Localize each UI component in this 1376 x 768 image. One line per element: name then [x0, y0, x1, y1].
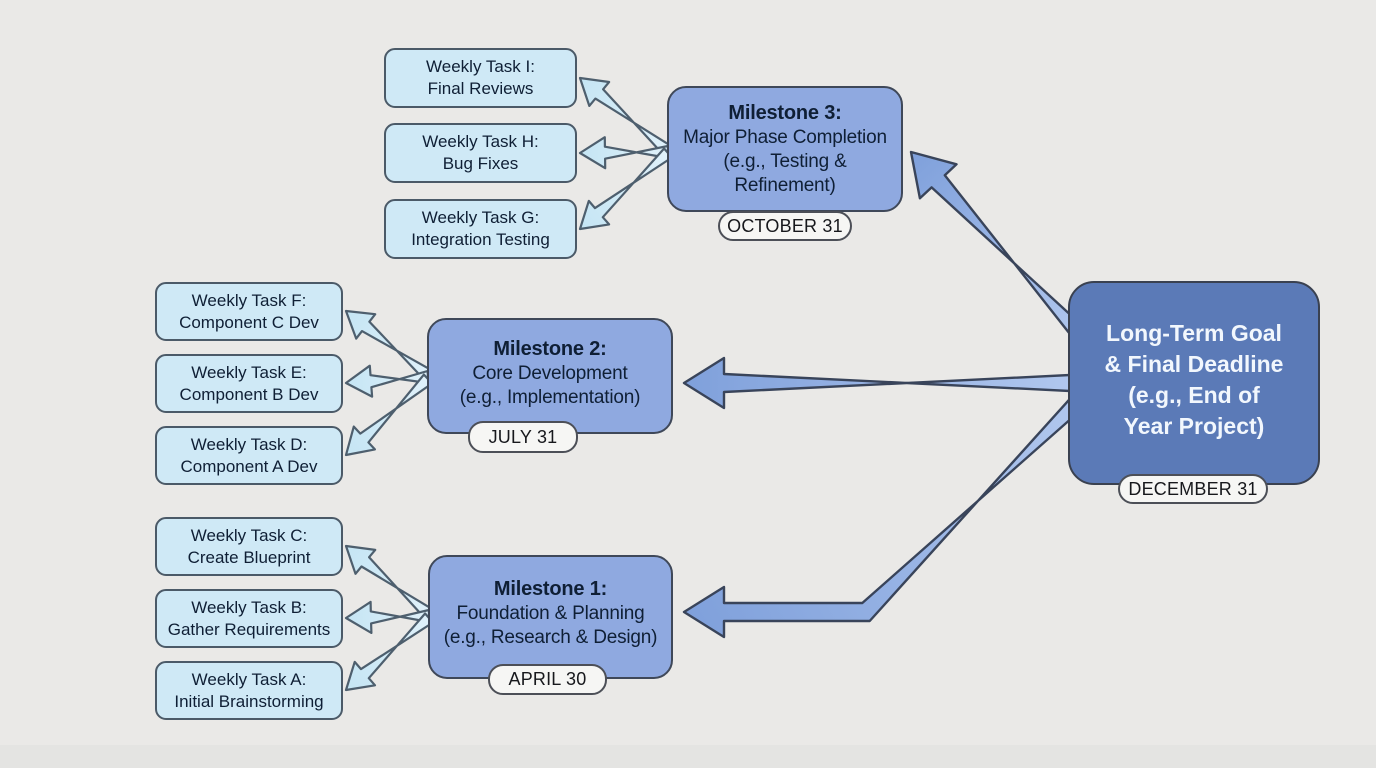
- task-box-e: Weekly Task E: Component B Dev: [155, 354, 343, 413]
- arrow-goal-to-milestone-2: [682, 356, 1092, 410]
- arrow-milestone-1-to-task-a: [344, 612, 434, 692]
- arrow-milestone-2-to-task-d: [344, 373, 434, 457]
- long-term-goal-box: Long-Term Goal & Final Deadline (e.g., E…: [1068, 281, 1320, 485]
- task-g-line2: Integration Testing: [411, 230, 550, 249]
- goal-line1: Long-Term Goal: [1106, 320, 1282, 346]
- task-e-line2: Component B Dev: [179, 384, 319, 404]
- milestone-2-box: Milestone 2: Core Development (e.g., Imp…: [427, 318, 673, 434]
- task-box-d: Weekly Task D: Component A Dev: [155, 426, 343, 485]
- task-i-line2: Final Reviews: [427, 79, 534, 98]
- milestone-1-title: Milestone 1:: [493, 578, 608, 600]
- arrow-milestone-1-to-task-b: [344, 600, 431, 634]
- milestone-2-line1: Core Development: [472, 363, 628, 384]
- milestone-2-date-badge: JULY 31: [468, 421, 578, 453]
- milestone-1-line2: (e.g., Research & Design): [443, 627, 658, 648]
- arrow-milestone-3-to-task-i: [578, 76, 673, 157]
- milestone-2-title: Milestone 2:: [493, 338, 607, 360]
- goal-line2: & Final Deadline: [1104, 351, 1284, 377]
- task-c-line2: Create Blueprint: [187, 547, 311, 567]
- arrow-milestone-3-to-task-g: [578, 147, 673, 231]
- task-b-line1: Weekly Task B:: [191, 597, 307, 617]
- milestone-1-line1: Foundation & Planning: [456, 603, 645, 624]
- milestone-2-line2: (e.g., Implementation): [459, 387, 641, 408]
- arrow-milestone-2-to-task-f: [344, 309, 433, 381]
- milestone-3-line3: Refinement): [734, 175, 836, 196]
- task-box-c: Weekly Task C: Create Blueprint: [155, 517, 343, 576]
- milestone-3-line1: Major Phase Completion: [683, 127, 887, 148]
- task-d-line2: Component A Dev: [180, 456, 318, 476]
- task-h-line2: Bug Fixes: [442, 154, 519, 173]
- goal-line3: (e.g., End of: [1128, 382, 1260, 408]
- task-f-line2: Component C Dev: [179, 312, 319, 332]
- milestone-3-box: Milestone 3: Major Phase Completion (e.g…: [667, 86, 903, 212]
- task-h-line1: Weekly Task H:: [422, 132, 539, 151]
- milestone-3-line2: (e.g., Testing &: [723, 151, 847, 172]
- task-box-i: Weekly Task I: Final Reviews: [384, 48, 577, 108]
- task-box-b: Weekly Task B: Gather Requirements: [155, 589, 343, 648]
- task-box-g: Weekly Task G: Integration Testing: [384, 199, 577, 259]
- task-f-line1: Weekly Task F:: [191, 290, 307, 310]
- task-box-h: Weekly Task H: Bug Fixes: [384, 123, 577, 183]
- task-b-line2: Gather Requirements: [167, 619, 331, 639]
- arrow-milestone-1-to-task-c: [344, 544, 434, 620]
- arrow-milestone-2-to-task-e: [344, 364, 430, 398]
- task-box-f: Weekly Task F: Component C Dev: [155, 282, 343, 341]
- task-e-line1: Weekly Task E:: [191, 362, 307, 382]
- task-c-line1: Weekly Task C:: [190, 525, 308, 545]
- task-d-line1: Weekly Task D:: [190, 434, 308, 454]
- task-a-line1: Weekly Task A:: [191, 669, 307, 689]
- task-i-line1: Weekly Task I:: [426, 57, 535, 76]
- milestone-1-date-badge: APRIL 30: [488, 664, 607, 695]
- goal-line4: Year Project): [1123, 413, 1265, 439]
- milestone-3-title: Milestone 3:: [728, 102, 842, 124]
- arrow-milestone-3-to-task-h: [578, 136, 670, 170]
- footer-strip: [0, 745, 1376, 768]
- arrow-goal-to-milestone-1: [682, 382, 1098, 639]
- milestone-3-date-badge: OCTOBER 31: [718, 211, 852, 241]
- task-box-a: Weekly Task A: Initial Brainstorming: [155, 661, 343, 720]
- milestone-1-box: Milestone 1: Foundation & Planning (e.g.…: [428, 555, 673, 679]
- task-g-line1: Weekly Task G:: [421, 208, 540, 227]
- long-term-goal-date-badge: DECEMBER 31: [1118, 474, 1268, 504]
- task-a-line2: Initial Brainstorming: [174, 691, 324, 711]
